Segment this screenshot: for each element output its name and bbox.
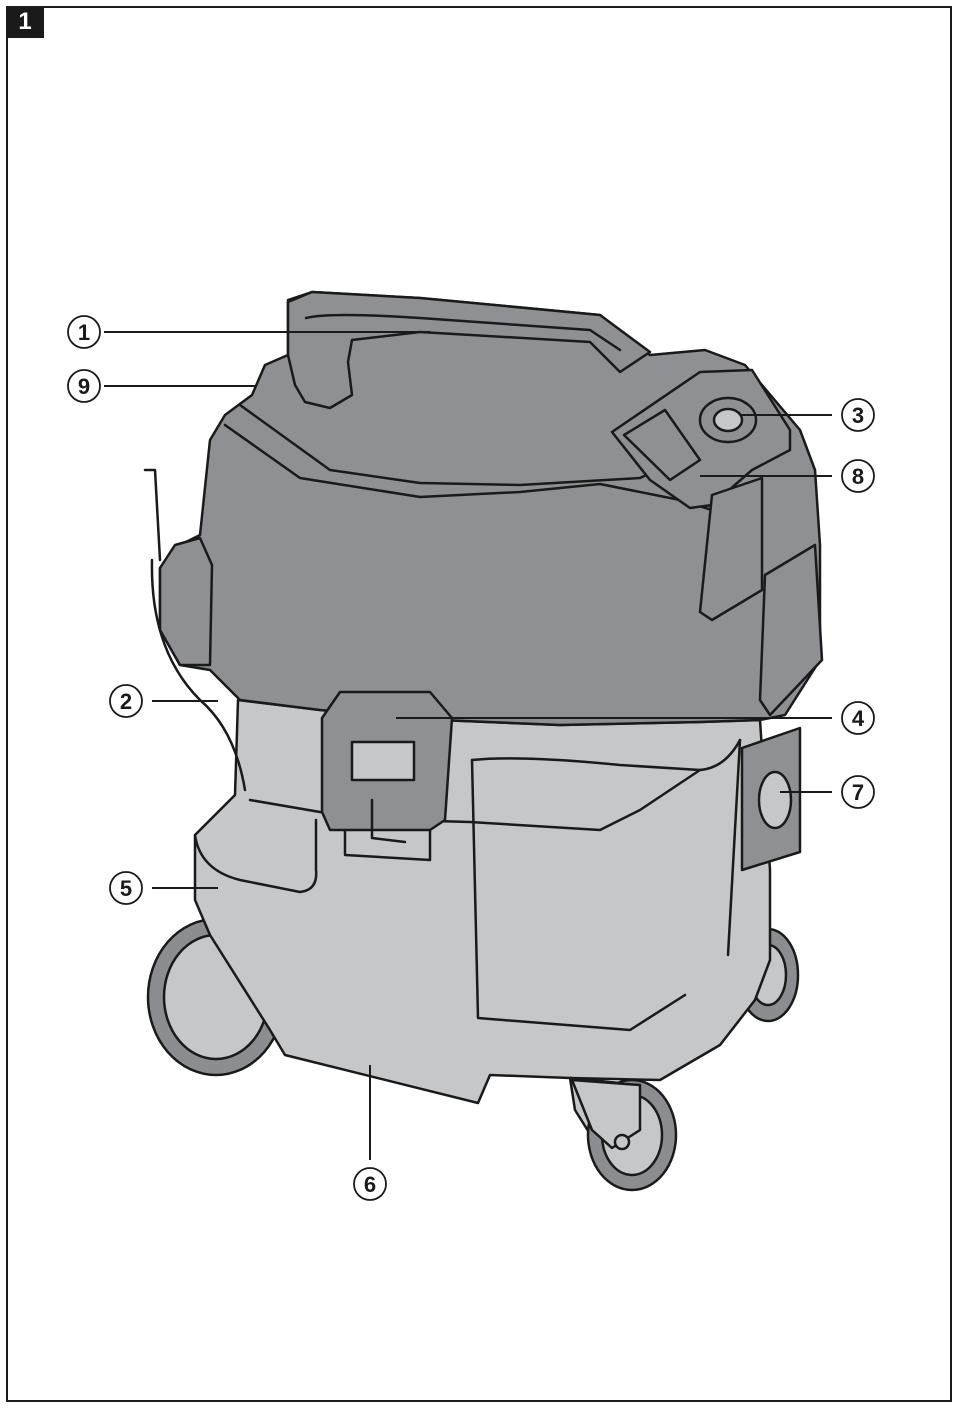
svg-text:4: 4 xyxy=(852,706,865,731)
callout-9: 9 xyxy=(67,369,101,403)
figure-number-badge: 1 xyxy=(6,6,44,38)
power-cord xyxy=(143,468,247,792)
main-switch xyxy=(698,396,758,444)
callout-4: 4 xyxy=(841,701,875,735)
leader-lines xyxy=(104,331,832,1160)
svg-text:1: 1 xyxy=(78,320,90,345)
carry-handle xyxy=(286,290,652,410)
callout-2: 2 xyxy=(109,684,143,718)
svg-text:9: 9 xyxy=(78,374,90,399)
callout-1: 1 xyxy=(67,315,101,349)
callout-6: 6 xyxy=(353,1167,387,1201)
callout-3: 3 xyxy=(841,398,875,432)
svg-text:7: 7 xyxy=(852,780,864,805)
front-caster xyxy=(568,1076,678,1192)
right-latch-upper xyxy=(698,476,764,622)
suction-port xyxy=(740,726,802,872)
svg-text:6: 6 xyxy=(364,1172,376,1197)
figure-frame xyxy=(6,6,952,1402)
svg-text:2: 2 xyxy=(120,689,132,714)
left-grip xyxy=(158,536,214,667)
svg-text:5: 5 xyxy=(120,876,132,901)
callout-8: 8 xyxy=(841,459,875,493)
callout-7: 7 xyxy=(841,775,875,809)
callout-5: 5 xyxy=(109,871,143,905)
svg-text:3: 3 xyxy=(852,403,864,428)
container-body xyxy=(193,698,772,1105)
right-latch-lower xyxy=(758,543,824,717)
svg-text:8: 8 xyxy=(852,464,864,489)
